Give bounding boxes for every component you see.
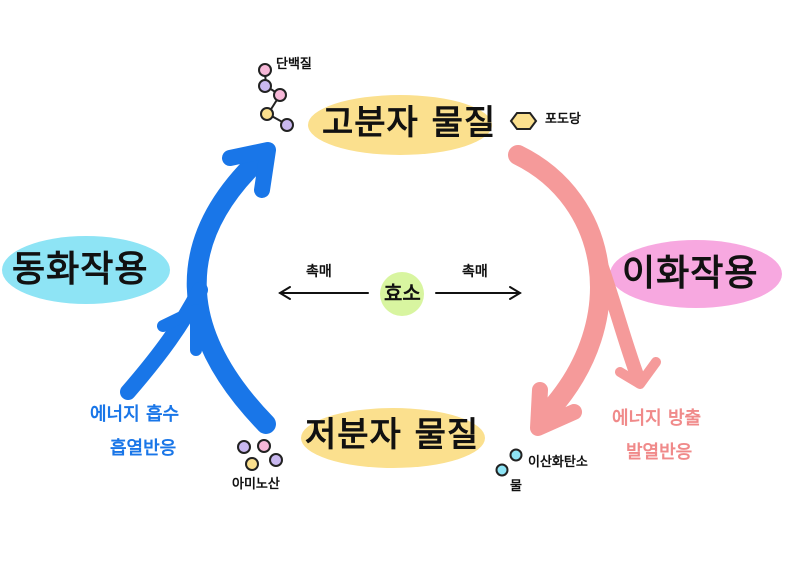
water-molecule-icon	[495, 448, 523, 477]
catalyst-left-arrow	[278, 286, 369, 300]
catabolism-label: 이화작용	[622, 253, 759, 294]
protein-label: 단백질	[276, 57, 312, 72]
glucose-hexagon-icon	[509, 112, 538, 130]
high-molecule-label: 고분자 물질	[322, 103, 497, 143]
protein-molecule-icon	[258, 63, 294, 132]
anabolism-branch	[120, 282, 208, 400]
glucose-label: 포도당	[545, 112, 581, 127]
catabolism-arrow	[508, 145, 610, 420]
water-label: 물	[510, 479, 522, 494]
catabolism-branch-arrowhead	[615, 357, 661, 389]
catabolism-arrowhead	[530, 382, 582, 436]
low-molecule-highlight	[301, 408, 485, 468]
catalyst-left-label: 촉매	[306, 264, 332, 280]
catabolism-reaction-note: 발열반응	[626, 442, 693, 463]
high-molecule-highlight	[308, 95, 492, 155]
catalyst-right-arrow	[435, 286, 522, 300]
amino-acid-label: 아미노산	[232, 477, 280, 492]
anabolism-highlight	[2, 236, 170, 304]
catabolism-energy-note: 에너지 방출	[612, 408, 702, 429]
enzyme-label: 효소	[384, 281, 421, 305]
anabolism-label: 동화작용	[12, 249, 149, 290]
catalyst-right-label: 촉매	[462, 264, 488, 280]
catabolism-branch	[589, 243, 645, 385]
catabolism-highlight	[610, 240, 782, 308]
anabolism-energy-note: 에너지 흡수	[90, 404, 180, 425]
carbon-dioxide-label: 이산화탄소	[528, 455, 588, 470]
low-molecule-label: 저분자 물질	[305, 415, 480, 455]
anabolism-arrowhead	[222, 142, 276, 198]
anabolism-branch-arrowhead	[157, 304, 202, 356]
enzyme-highlight	[380, 272, 424, 316]
amino-acid-molecule-icon	[237, 439, 283, 471]
anabolism-reaction-note: 흡열반응	[110, 438, 177, 459]
